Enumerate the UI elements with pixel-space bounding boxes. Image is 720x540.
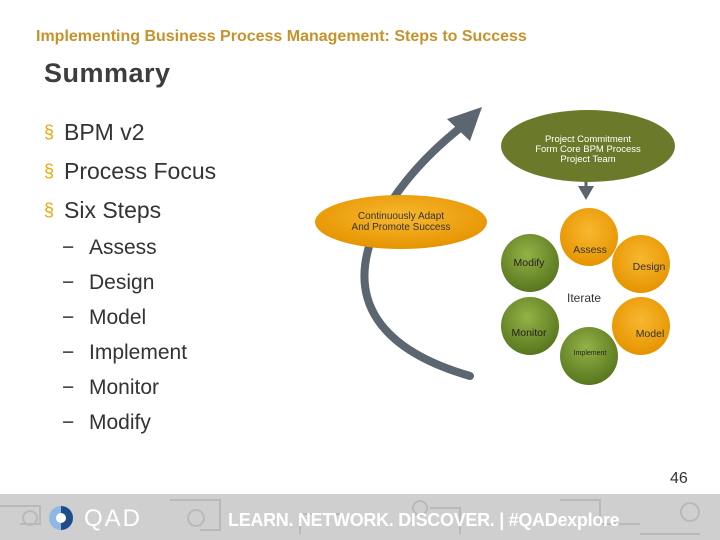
sub-bullet-item: −Design bbox=[62, 265, 187, 300]
header-title: Implementing Business Process Management… bbox=[36, 28, 527, 45]
sub-bullet-item: −Modify bbox=[62, 405, 187, 440]
model-label: Model bbox=[636, 328, 665, 340]
bullet-marker-icon: § bbox=[44, 200, 55, 220]
bullet-item: § Six Steps bbox=[44, 194, 216, 233]
qad-logo-text: QAD bbox=[84, 505, 143, 532]
continuously-adapt-node: Continuously Adapt And Promote Success bbox=[315, 195, 487, 249]
dash-marker-icon: − bbox=[62, 271, 75, 294]
commitment-line-2: Form Core BPM Process bbox=[535, 144, 641, 155]
footer-bar: QAD LEARN. NETWORK. DISCOVER. | #QADexpl… bbox=[0, 494, 720, 540]
bullet-label: Six Steps bbox=[64, 197, 162, 223]
cycle-node-monitor: Monitor bbox=[501, 297, 559, 355]
adapt-line-2: And Promote Success bbox=[352, 222, 451, 233]
adapt-line-1: Continuously Adapt bbox=[358, 211, 444, 222]
design-label: Design bbox=[633, 261, 666, 273]
bullet-item: § Process Focus bbox=[44, 155, 216, 194]
sub-bullet-item: −Assess bbox=[62, 230, 187, 265]
sub-bullet-item: −Monitor bbox=[62, 370, 187, 405]
qad-logo-icon bbox=[49, 506, 73, 530]
sub-bullet-list: −Assess −Design −Model −Implement −Monit… bbox=[62, 230, 187, 440]
sub-bullet-label: Assess bbox=[89, 236, 157, 259]
assess-label: Assess bbox=[573, 244, 607, 256]
page-number: 46 bbox=[670, 470, 688, 487]
monitor-label: Monitor bbox=[511, 327, 547, 339]
bullet-marker-icon: § bbox=[44, 122, 55, 142]
sub-bullet-label: Design bbox=[89, 271, 155, 294]
dash-marker-icon: − bbox=[62, 411, 75, 434]
sub-bullet-item: −Model bbox=[62, 300, 187, 335]
cycle-node-design: Design bbox=[612, 235, 670, 293]
bullet-list: § BPM v2 § Process Focus § Six Steps bbox=[44, 116, 216, 233]
slide-title: Summary bbox=[44, 58, 171, 88]
commitment-line-1: Project Commitment bbox=[545, 134, 631, 145]
cycle-node-model: Model bbox=[612, 297, 670, 355]
sub-bullet-label: Implement bbox=[89, 341, 188, 364]
bullet-marker-icon: § bbox=[44, 161, 55, 181]
dash-marker-icon: − bbox=[62, 306, 75, 329]
dash-marker-icon: − bbox=[62, 376, 75, 399]
cycle-node-implement: Implement bbox=[560, 327, 618, 385]
project-commitment-node: Project Commitment Form Core BPM Process… bbox=[501, 110, 675, 182]
bullet-item: § BPM v2 bbox=[44, 116, 216, 155]
commitment-line-3: Project Team bbox=[560, 154, 615, 165]
iterate-label: Iterate bbox=[567, 291, 601, 305]
dash-marker-icon: − bbox=[62, 341, 75, 364]
modify-label: Modify bbox=[514, 257, 546, 269]
sub-bullet-item: −Implement bbox=[62, 335, 187, 370]
sub-bullet-label: Modify bbox=[89, 411, 151, 434]
implement-label: Implement bbox=[574, 350, 607, 357]
cycle-node-modify: Modify bbox=[501, 234, 559, 292]
footer-tagline: LEARN. NETWORK. DISCOVER. | #QADexplore bbox=[228, 510, 620, 530]
sub-bullet-label: Model bbox=[89, 306, 147, 329]
sub-bullet-label: Monitor bbox=[89, 376, 160, 399]
cycle-node-assess: Assess bbox=[560, 208, 618, 266]
bullet-label: BPM v2 bbox=[64, 119, 145, 145]
dash-marker-icon: − bbox=[62, 236, 75, 259]
bullet-label: Process Focus bbox=[64, 158, 217, 184]
circuit-pattern-icon bbox=[0, 499, 700, 535]
